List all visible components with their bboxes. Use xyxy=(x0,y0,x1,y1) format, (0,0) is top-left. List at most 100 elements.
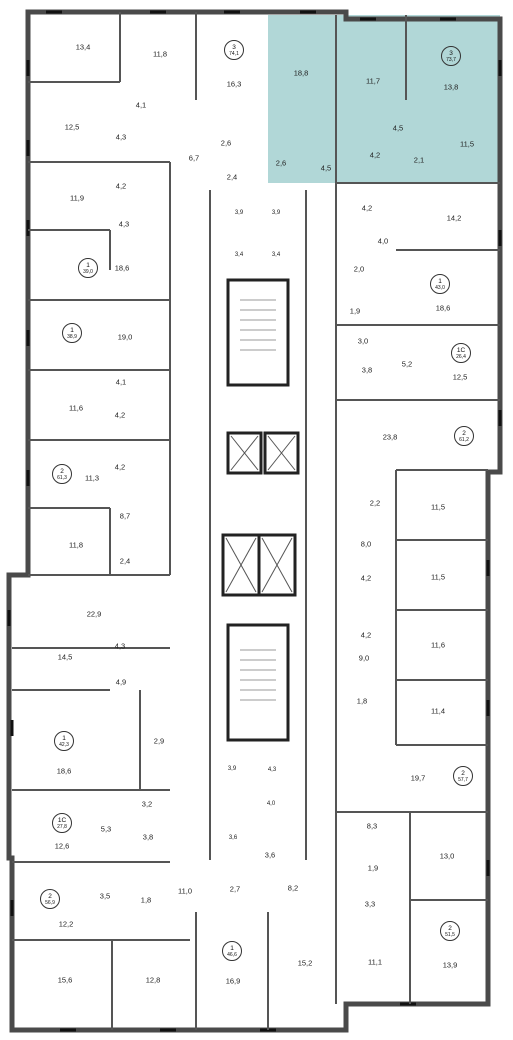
room-area: 3,4 xyxy=(234,252,244,258)
room-area: 15,2 xyxy=(297,958,313,968)
room-area: 4,0 xyxy=(266,801,276,807)
room-area: 12,5 xyxy=(452,372,468,382)
room-area: 4,5 xyxy=(392,123,404,133)
room-area: 8,2 xyxy=(287,883,299,893)
exterior-walls xyxy=(6,9,503,1033)
room-area: 4,5 xyxy=(320,163,332,173)
room-area: 1,8 xyxy=(140,895,152,905)
room-area: 8,3 xyxy=(366,821,378,831)
window-marks xyxy=(7,10,502,1032)
room-area: 1,9 xyxy=(349,306,361,316)
room-area: 11,1 xyxy=(367,957,383,967)
room-area: 4,2 xyxy=(114,462,126,472)
room-area: 4,1 xyxy=(135,100,147,110)
room-area: 2,6 xyxy=(275,158,287,168)
room-area: 2,2 xyxy=(369,498,381,508)
room-area: 11,7 xyxy=(365,76,381,86)
room-area: 4,3 xyxy=(267,767,277,773)
room-area: 4,2 xyxy=(360,630,372,640)
room-area: 11,6 xyxy=(430,640,446,650)
room-area: 18,6 xyxy=(56,766,72,776)
room-area: 2,0 xyxy=(353,264,365,274)
room-area: 22,9 xyxy=(86,609,102,619)
room-area: 4,2 xyxy=(114,410,126,420)
room-area: 11,0 xyxy=(177,886,193,896)
room-area: 8,0 xyxy=(360,539,372,549)
room-area: 4,2 xyxy=(360,573,372,583)
room-area: 1,8 xyxy=(356,696,368,706)
interior-walls xyxy=(12,12,500,1030)
room-area: 11,9 xyxy=(69,193,85,203)
room-area: 14,2 xyxy=(446,213,462,223)
room-area: 3,8 xyxy=(142,832,154,842)
room-area: 12,6 xyxy=(54,841,70,851)
room-area: 11,8 xyxy=(152,49,168,59)
room-area: 4,9 xyxy=(115,677,127,687)
room-area: 2,7 xyxy=(229,884,241,894)
room-area: 12,8 xyxy=(145,975,161,985)
room-area: 6,7 xyxy=(188,153,200,163)
room-area: 4,2 xyxy=(369,150,381,160)
room-area: 11,5 xyxy=(459,139,475,149)
room-area: 13,4 xyxy=(75,42,91,52)
room-area: 11,8 xyxy=(68,540,84,550)
room-area: 13,8 xyxy=(443,82,459,92)
room-area: 5,3 xyxy=(100,824,112,834)
room-area: 4,2 xyxy=(361,203,373,213)
room-area: 4,2 xyxy=(115,181,127,191)
room-area: 2,1 xyxy=(413,155,425,165)
room-area: 11,5 xyxy=(430,502,446,512)
room-area: 3,5 xyxy=(99,891,111,901)
room-area: 4,3 xyxy=(118,219,130,229)
room-area: 14,5 xyxy=(57,652,73,662)
room-area: 3,6 xyxy=(228,835,238,841)
room-area: 2,9 xyxy=(153,736,165,746)
lift-cabin-crosses xyxy=(225,435,296,593)
room-area: 8,7 xyxy=(119,511,131,521)
room-area: 11,5 xyxy=(430,572,446,582)
room-area: 2,4 xyxy=(119,556,131,566)
room-area: 3,6 xyxy=(264,850,276,860)
room-area: 13,9 xyxy=(442,960,458,970)
room-area: 4,0 xyxy=(377,236,389,246)
room-area: 16,9 xyxy=(225,976,241,986)
stair-treads xyxy=(240,299,276,701)
room-area: 3,2 xyxy=(141,799,153,809)
room-area: 16,3 xyxy=(226,79,242,89)
room-area: 18,8 xyxy=(293,68,309,78)
room-area: 18,6 xyxy=(435,303,451,313)
room-area: 12,5 xyxy=(64,122,80,132)
room-area: 13,0 xyxy=(439,851,455,861)
room-area: 2,6 xyxy=(220,138,232,148)
highlighted-apartment-area xyxy=(268,15,500,183)
room-area: 4,3 xyxy=(115,132,127,142)
room-area: 11,6 xyxy=(68,403,84,413)
room-area: 11,3 xyxy=(84,473,100,483)
room-area: 3,8 xyxy=(361,365,373,375)
room-area: 5,2 xyxy=(401,359,413,369)
room-area: 23,8 xyxy=(382,432,398,442)
room-area: 11,4 xyxy=(430,706,446,716)
room-area: 3,4 xyxy=(271,252,281,258)
room-area: 3,9 xyxy=(234,210,244,216)
room-area: 3,3 xyxy=(364,899,376,909)
stair-and-lift-cores xyxy=(221,278,300,742)
room-area: 4,1 xyxy=(115,377,127,387)
room-area: 15,6 xyxy=(57,975,73,985)
room-area: 12,2 xyxy=(58,919,74,929)
room-area: 2,4 xyxy=(226,172,238,182)
